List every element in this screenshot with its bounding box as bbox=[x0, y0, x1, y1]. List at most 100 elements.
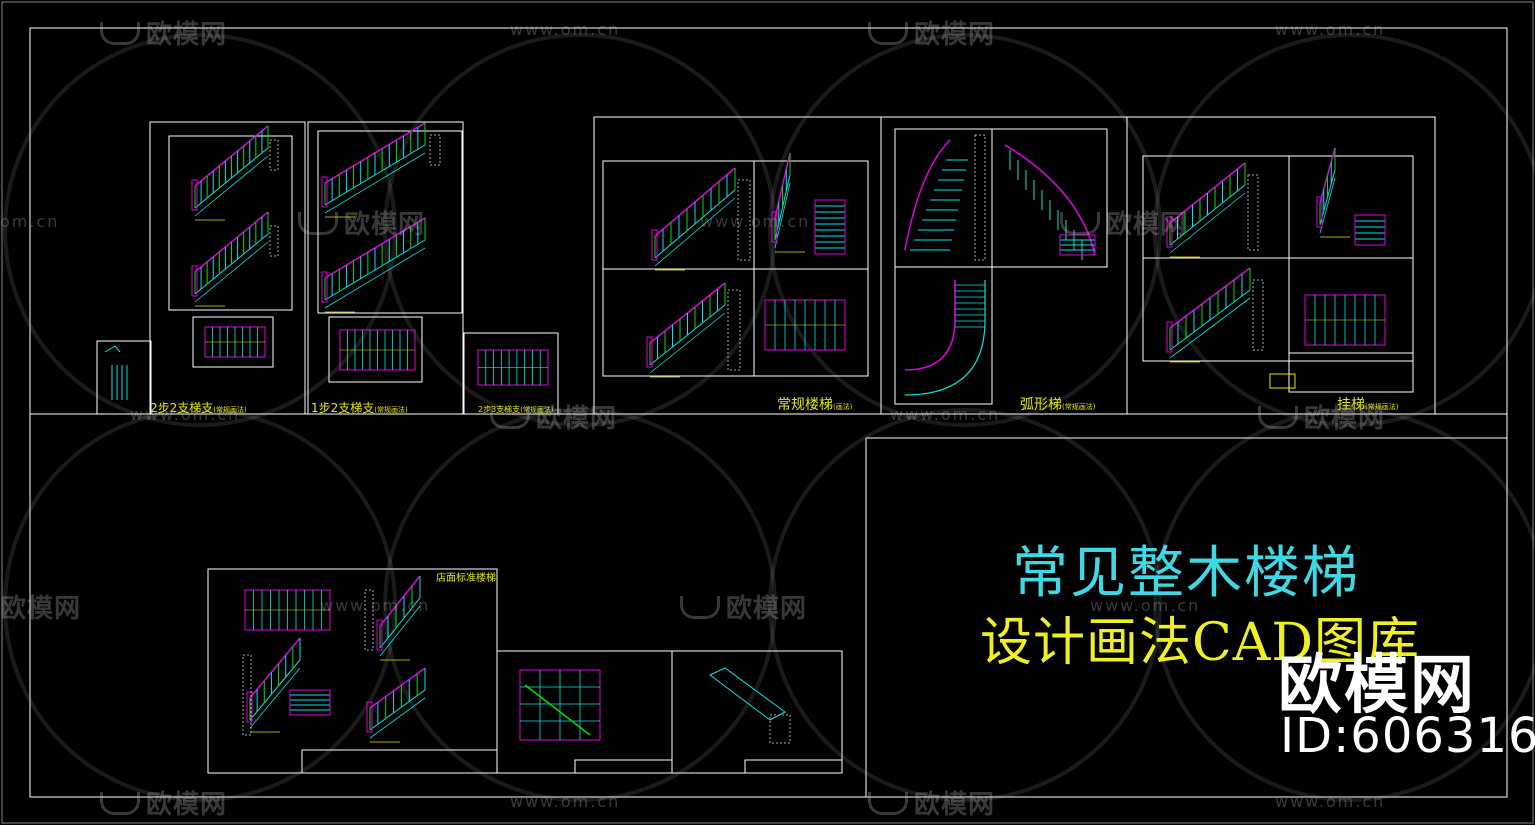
main-title-line-2: 设计画法CAD图库 bbox=[980, 613, 1421, 673]
sheet-frame-8 bbox=[496, 650, 673, 774]
watermark-logo: 欧模网 bbox=[490, 398, 617, 435]
watermark-logo: 欧模网 bbox=[1258, 398, 1385, 435]
drawing-stroke bbox=[1354, 214, 1386, 246]
panel bbox=[317, 130, 463, 314]
sheet-title-7: 店面标准楼梯 bbox=[436, 573, 496, 584]
watermark-logo: 欧模网 bbox=[100, 784, 227, 821]
watermark-url: om.cn bbox=[0, 212, 60, 231]
sheet-title-5: 弧形梯(常规画法) bbox=[1020, 397, 1096, 413]
drawing-stroke bbox=[727, 289, 741, 371]
drawing-stroke bbox=[1166, 216, 1173, 248]
drawing-stroke bbox=[1169, 297, 1251, 359]
drawing-stroke bbox=[429, 134, 441, 166]
watermark-url: www.om.cn bbox=[890, 405, 1001, 424]
drawing-stroke bbox=[191, 265, 198, 297]
watermark-url: www.om.cn bbox=[510, 792, 621, 811]
drawing-stroke bbox=[904, 139, 951, 251]
sheet-frame-2 bbox=[307, 121, 464, 415]
drawing-stroke bbox=[269, 139, 279, 171]
sofa-icon bbox=[868, 792, 908, 815]
panel bbox=[991, 128, 1108, 268]
sheet-frame-1 bbox=[149, 121, 306, 415]
drawing-stroke bbox=[771, 211, 778, 243]
sofa-icon bbox=[100, 22, 140, 45]
drawing-stroke bbox=[249, 667, 301, 729]
drawing-stroke bbox=[249, 659, 301, 721]
drawing-stroke bbox=[249, 637, 301, 699]
drawing-stroke bbox=[649, 312, 726, 374]
watermark-logo: 欧模网 bbox=[868, 14, 995, 51]
panel bbox=[1288, 352, 1414, 393]
watermark-logo: 欧模网 bbox=[680, 588, 807, 625]
drawing-stroke bbox=[194, 155, 269, 217]
watermark-url: www.om.cn bbox=[510, 20, 621, 39]
watermark-logo: 欧模网 bbox=[0, 594, 82, 624]
drawing-stroke bbox=[191, 179, 198, 211]
drawing-stroke bbox=[904, 280, 956, 371]
drawing-stroke bbox=[269, 225, 279, 257]
drawing-stroke bbox=[1247, 174, 1259, 251]
watermark-logo: 欧模网 bbox=[100, 14, 227, 51]
sheet-title-2: 1步2支梯支(常规画法) bbox=[311, 401, 408, 415]
panel bbox=[168, 135, 293, 311]
drawing-stroke bbox=[324, 152, 426, 214]
sheet-frame-small bbox=[96, 340, 152, 415]
drawing-stroke bbox=[369, 667, 426, 709]
drawing-stroke bbox=[376, 619, 383, 651]
drawing-stroke bbox=[1252, 279, 1264, 351]
drawing-stroke bbox=[194, 241, 269, 303]
drawing-stroke bbox=[904, 280, 986, 396]
watermark-url: www.om.cn bbox=[1275, 792, 1386, 811]
drawing-stroke bbox=[524, 684, 591, 736]
drawing-stroke bbox=[246, 691, 253, 723]
sheet-title-1: 2步2支梯支(常规画法) bbox=[150, 401, 247, 415]
sofa-icon bbox=[1258, 406, 1298, 429]
sheet-frame-6 bbox=[1126, 116, 1436, 415]
drawing-stroke bbox=[321, 271, 328, 303]
drawing-stroke bbox=[1316, 196, 1323, 228]
watermark-url: www.om.cn bbox=[1090, 596, 1201, 615]
main-title-line-1: 常见整木楼梯 bbox=[1012, 541, 1360, 606]
sheet-frame-4 bbox=[593, 116, 882, 415]
watermark-url: www.om.cn bbox=[320, 596, 431, 615]
drawing-stroke bbox=[379, 575, 421, 627]
stair-drawings bbox=[104, 122, 1386, 744]
brand-logo: 欧模网 bbox=[1278, 649, 1476, 723]
drawing-stroke bbox=[654, 197, 736, 267]
drawing-stroke bbox=[324, 247, 426, 309]
sofa-icon bbox=[100, 792, 140, 815]
watermark-logo: 欧模网 bbox=[1060, 204, 1187, 241]
sheet-title-6: 挂梯(常规画法) bbox=[1337, 397, 1399, 413]
drawing-stroke bbox=[769, 714, 791, 744]
watermark-url: www.om.cn bbox=[1275, 20, 1386, 39]
panel bbox=[894, 266, 993, 405]
drawing-stroke bbox=[369, 697, 426, 739]
watermark-circles bbox=[3, 33, 1535, 802]
drawing-stroke bbox=[646, 336, 653, 368]
drawing-stroke bbox=[974, 134, 986, 261]
watermark-url: www.om.cn bbox=[130, 405, 241, 424]
sofa-icon bbox=[298, 212, 338, 235]
drawing-stroke bbox=[1166, 321, 1173, 353]
panel bbox=[328, 316, 423, 383]
drawing-stroke bbox=[369, 689, 426, 731]
drawing-stroke bbox=[737, 179, 751, 261]
sofa-icon bbox=[1060, 212, 1100, 235]
outer-frame bbox=[29, 27, 1508, 798]
sheet-frame-9 bbox=[671, 650, 843, 774]
drawing-stroke bbox=[1059, 234, 1096, 256]
brand-id: ID:606316 bbox=[1280, 708, 1535, 764]
drawing-stroke bbox=[379, 605, 421, 657]
drawing-stroke bbox=[321, 176, 328, 208]
drawing-stroke bbox=[379, 597, 421, 649]
watermark-logo: 欧模网 bbox=[868, 784, 995, 821]
drawing-stroke bbox=[289, 689, 331, 716]
drawing-stroke bbox=[709, 667, 786, 721]
sheet-frame-3 bbox=[463, 332, 559, 415]
drawing-stroke bbox=[1269, 373, 1296, 389]
title-strip bbox=[574, 759, 673, 774]
drawing-stroke bbox=[242, 654, 252, 736]
drawing-stroke bbox=[651, 229, 658, 261]
